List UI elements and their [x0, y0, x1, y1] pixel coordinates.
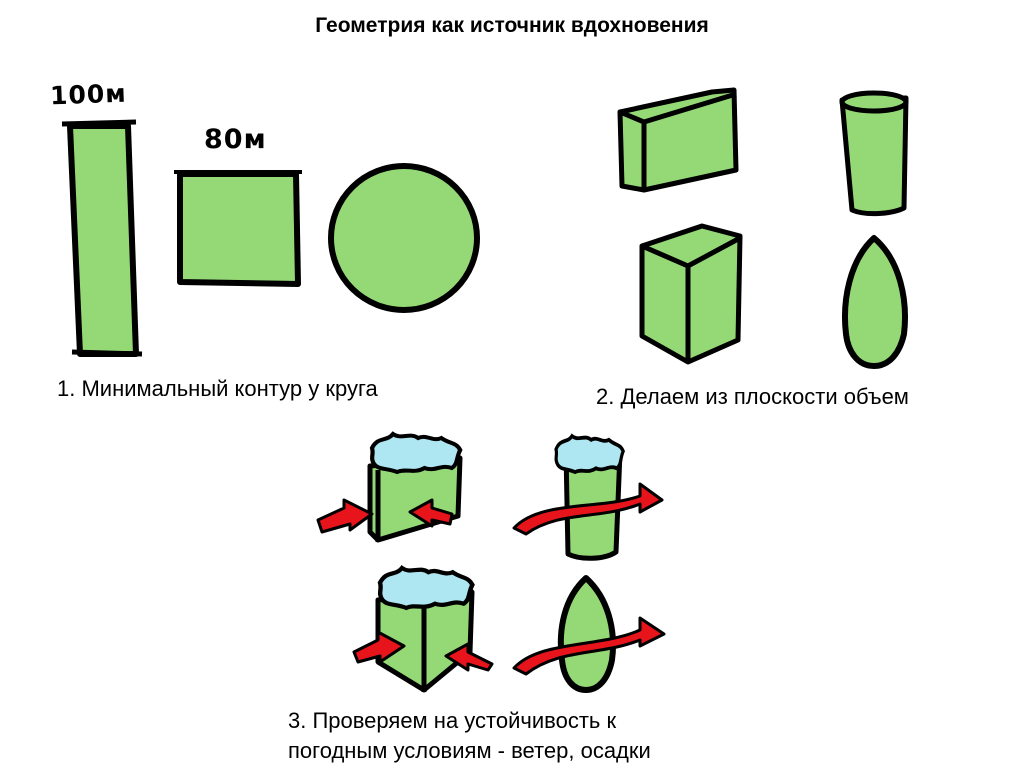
cube-volume [639, 223, 743, 365]
caption-step-2: 2. Делаем из плоскости объем [596, 384, 909, 409]
caption-step-3-line-1: 3. Проверяем на устойчивость к [288, 708, 617, 733]
width-label-80m: 80м [204, 124, 267, 155]
tapered-spindle-volume [842, 235, 908, 369]
spindle-weather-test [512, 575, 666, 693]
caption-step-3-line-2: погодным условиям - ветер, осадки [288, 738, 651, 763]
cube-weather-test [352, 568, 494, 693]
square-shape [174, 170, 302, 287]
circle-shape [328, 163, 480, 313]
cylinder-volume [839, 90, 909, 217]
caption-step-1: 1. Минимальный контур у круга [57, 376, 378, 401]
tall-rectangle-shape [61, 119, 143, 357]
cylinder-weather-test [512, 434, 664, 561]
caption-step-3: 3. Проверяем на устойчивость к погодным … [288, 706, 748, 766]
box-volume [617, 87, 739, 193]
page-title: Геометрия как источник вдохновения [315, 14, 709, 37]
box-weather-test [316, 434, 463, 543]
